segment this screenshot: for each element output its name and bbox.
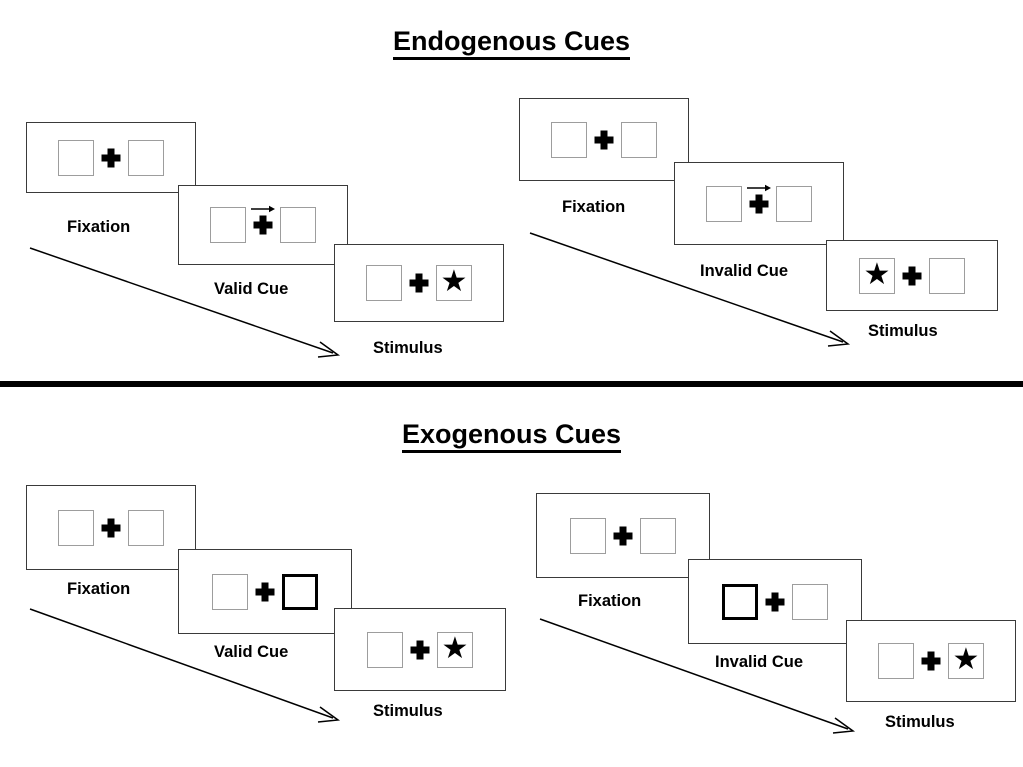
caption-endo-valid-cue: Valid Cue [214, 280, 289, 298]
caption-exo-valid-fixation: Fixation [67, 580, 131, 598]
stimulus-box-left-target: ★ [859, 257, 895, 294]
panel-exo-valid-stimulus: ★ [334, 608, 506, 691]
fixation-cross-icon [94, 140, 128, 176]
fixation-cross-icon [94, 510, 128, 546]
section-title-endogenous: Endogenous Cues [0, 26, 1023, 60]
fixation-cross-icon [246, 205, 280, 243]
caption-exo-invalid-cue: Invalid Cue [715, 653, 804, 671]
section-title-endogenous-text: Endogenous Cues [392, 26, 630, 60]
star-target-icon: ★ [441, 631, 469, 665]
panel-content: ★ [827, 241, 997, 310]
stimulus-box-right-target: ★ [436, 265, 472, 301]
fixation-cross-icon [606, 518, 640, 554]
panel-endo-invalid-stimulus: ★ [826, 240, 998, 311]
stimulus-box-right [280, 207, 316, 243]
panel-endo-invalid-cue [674, 162, 844, 245]
panel-content [689, 560, 861, 643]
panel-endo-invalid-fixation [519, 98, 689, 181]
stimulus-box-right [128, 509, 164, 546]
panel-exo-invalid-fixation [536, 493, 710, 578]
panel-content [27, 486, 195, 569]
panel-exo-valid-fixation [26, 485, 196, 570]
fixation-cross-icon [248, 574, 282, 610]
stimulus-box-right [621, 121, 657, 158]
caption-endo-valid-stimulus: Stimulus [373, 339, 443, 357]
panel-content: ★ [335, 609, 505, 690]
panel-endo-valid-fixation [26, 122, 196, 193]
panel-endo-valid-cue [178, 185, 348, 265]
panel-content [537, 494, 709, 577]
panel-content [675, 163, 843, 244]
stimulus-box-right [792, 583, 828, 620]
caption-endo-invalid-fixation: Fixation [562, 198, 626, 216]
fixation-cross-icon [895, 258, 929, 294]
panel-content [520, 99, 688, 180]
panel-content: ★ [335, 245, 503, 321]
section-title-exogenous-text: Exogenous Cues [401, 419, 622, 453]
rightward-cue-arrow-icon [747, 184, 771, 191]
stimulus-box-left [58, 509, 94, 546]
stimulus-box-left-cued [722, 583, 758, 620]
rightward-cue-arrow-icon [251, 205, 275, 213]
caption-endo-valid-fixation: Fixation [67, 218, 131, 236]
panel-content [179, 186, 347, 264]
stimulus-box-right [929, 257, 965, 294]
stimulus-box-left [58, 139, 94, 176]
section-title-exogenous: Exogenous Cues [0, 419, 1023, 453]
stimulus-box-right-cued [282, 573, 318, 610]
stimulus-box-right [128, 139, 164, 176]
panel-endo-valid-stimulus: ★ [334, 244, 504, 322]
stimulus-box-right [640, 517, 676, 554]
stimulus-box-right-target: ★ [948, 643, 984, 679]
fixation-cross-icon [403, 632, 437, 668]
panel-exo-invalid-cue [688, 559, 862, 644]
caption-exo-valid-cue: Valid Cue [214, 643, 289, 661]
panel-exo-invalid-stimulus: ★ [846, 620, 1016, 702]
stimulus-box-left [212, 573, 248, 610]
panel-exo-valid-cue [178, 549, 352, 634]
fixation-cross-icon [914, 643, 948, 679]
stimulus-box-right-target: ★ [437, 631, 473, 668]
star-target-icon: ★ [863, 257, 891, 291]
caption-exo-valid-stimulus: Stimulus [373, 702, 443, 720]
stimulus-box-left [706, 185, 742, 222]
stimulus-box-left [366, 265, 402, 301]
stimulus-box-left [878, 643, 914, 679]
caption-exo-invalid-fixation: Fixation [578, 592, 642, 610]
star-target-icon: ★ [440, 265, 468, 298]
fixation-cross-icon [402, 265, 436, 301]
caption-endo-invalid-stimulus: Stimulus [868, 322, 938, 340]
panel-content: ★ [847, 621, 1015, 701]
panel-content [179, 550, 351, 633]
panel-content [27, 123, 195, 192]
stimulus-box-left [210, 207, 246, 243]
caption-exo-invalid-stimulus: Stimulus [885, 713, 955, 731]
stimulus-box-right [776, 185, 812, 222]
stimulus-box-left [570, 517, 606, 554]
fixation-cross-icon [587, 122, 621, 158]
fixation-cross-icon [742, 184, 776, 222]
time-flow-arrow-endo-invalid [529, 232, 851, 347]
stimulus-box-left [551, 121, 587, 158]
caption-endo-invalid-cue: Invalid Cue [700, 262, 789, 280]
star-target-icon: ★ [952, 643, 980, 676]
section-divider [0, 381, 1023, 387]
stimulus-box-left [367, 631, 403, 668]
fixation-cross-icon [758, 584, 792, 620]
